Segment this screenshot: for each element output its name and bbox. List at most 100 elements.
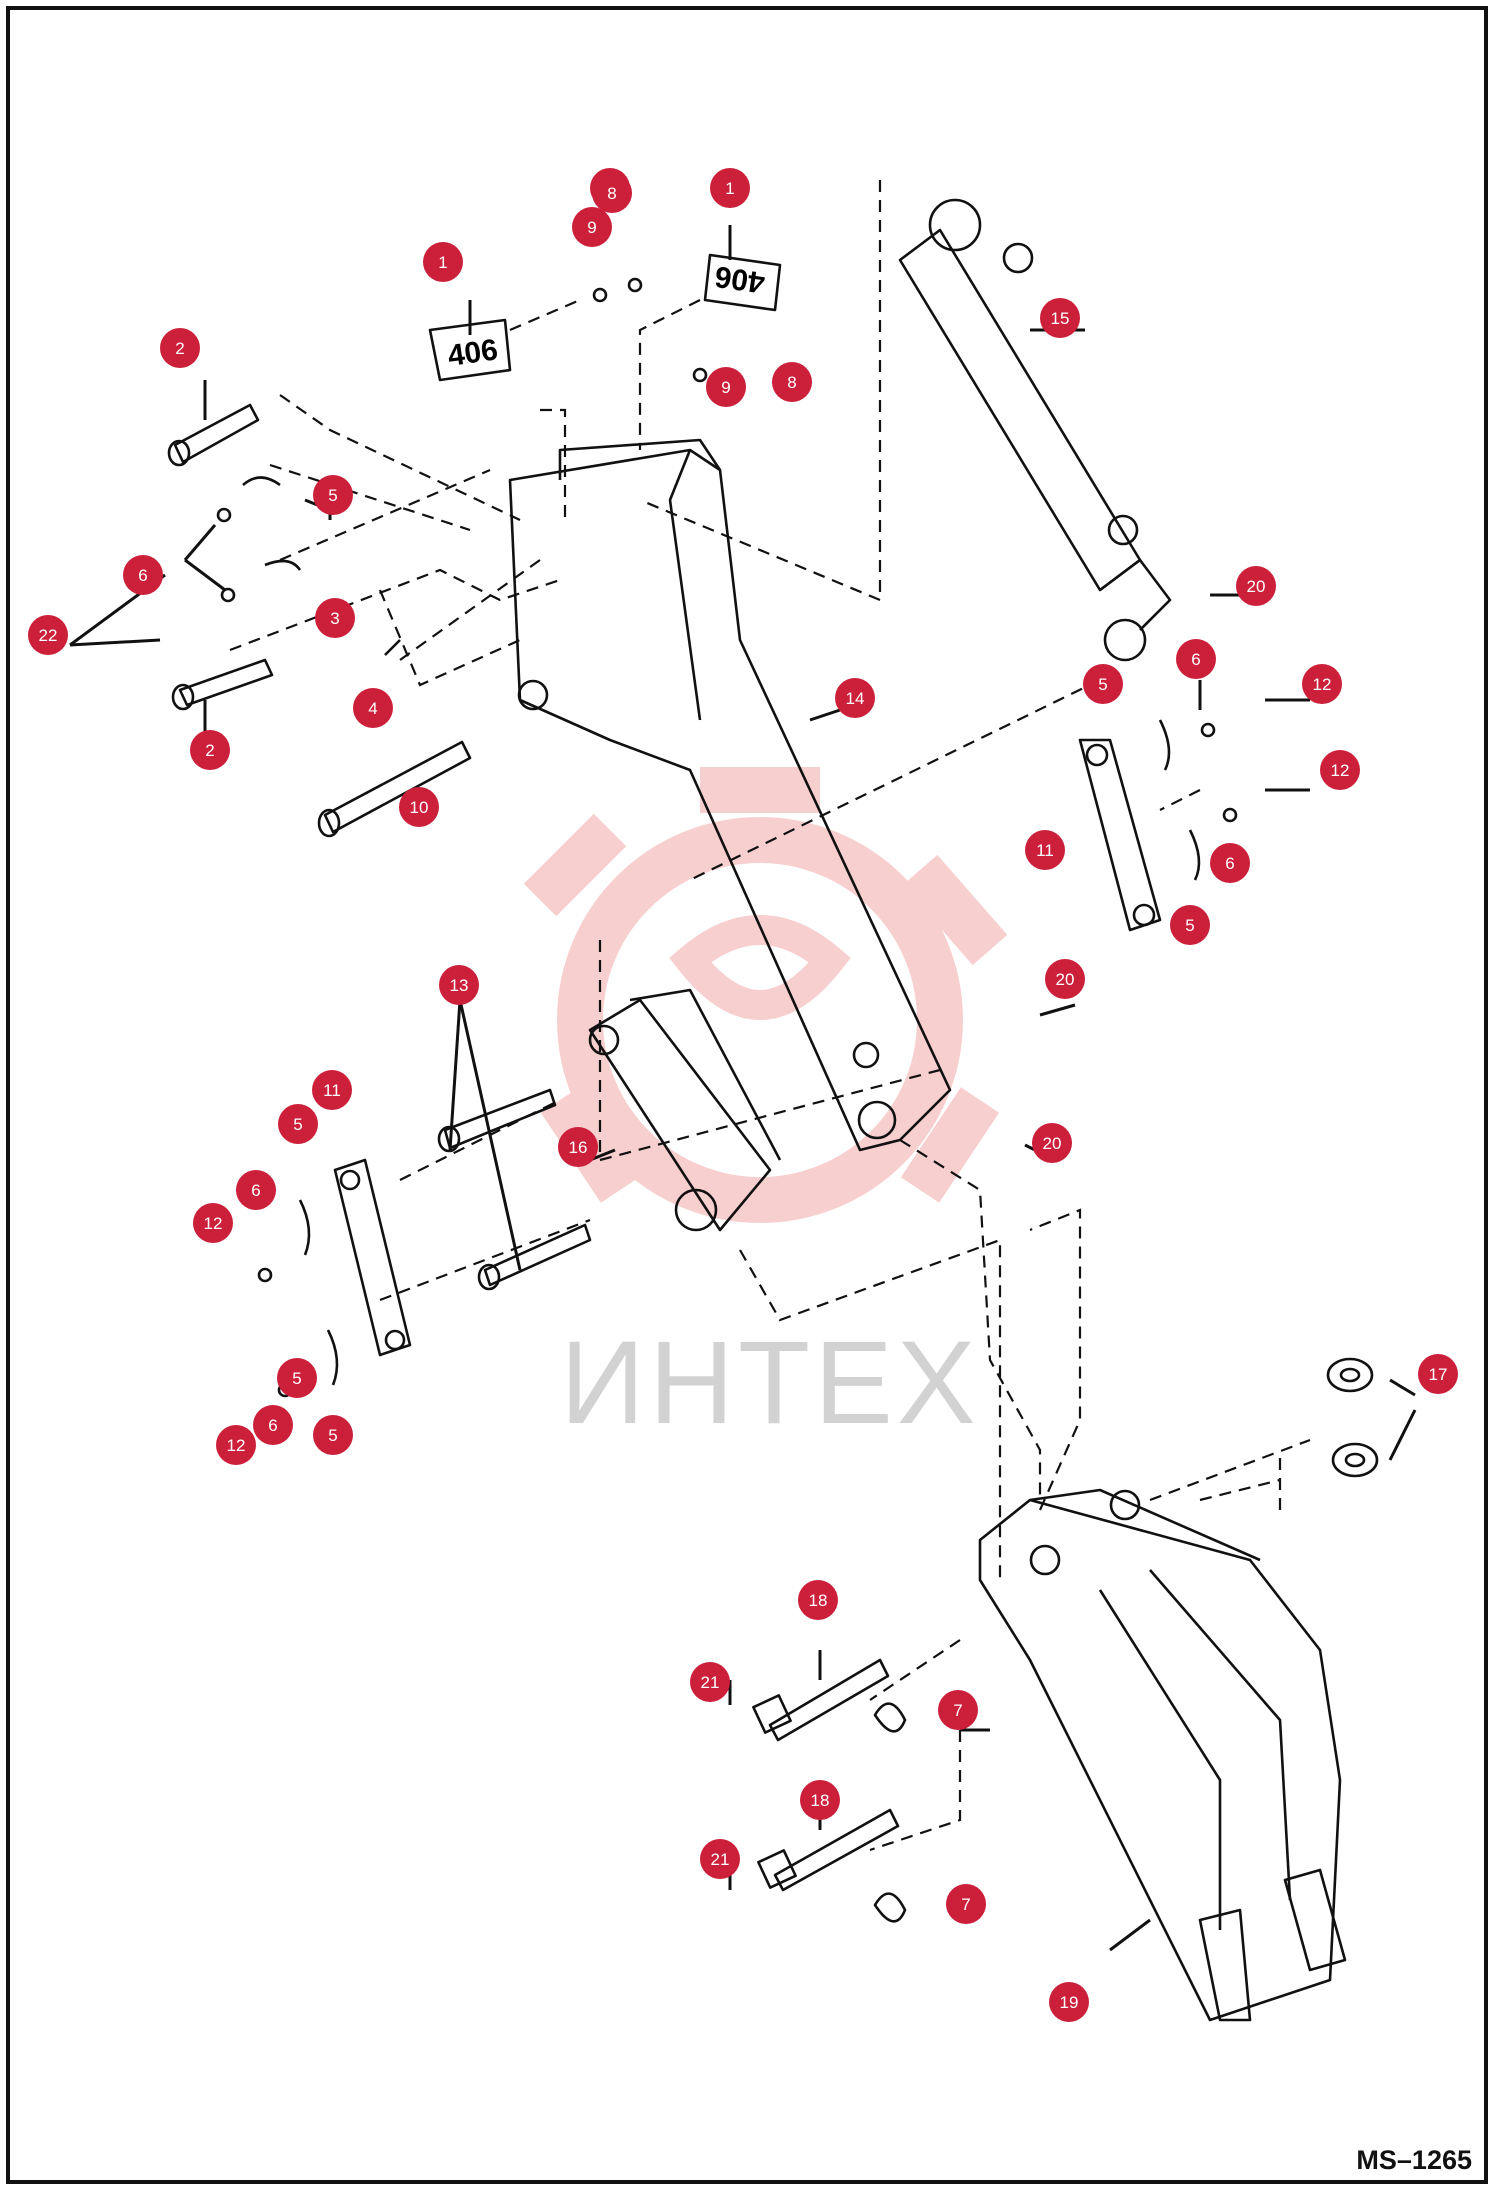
callout-circle bbox=[399, 787, 439, 827]
callout-number: 3 bbox=[330, 609, 339, 628]
callout-markers: 1112234555555666667788991011111212121213… bbox=[28, 168, 1458, 2022]
callout-9: 9 bbox=[572, 207, 612, 247]
callout-number: 5 bbox=[1185, 916, 1194, 935]
callout-number: 13 bbox=[450, 976, 469, 995]
callout-number: 18 bbox=[809, 1591, 828, 1610]
callout-number: 2 bbox=[205, 741, 214, 760]
callout-circle bbox=[1045, 959, 1085, 999]
callout-circle bbox=[592, 173, 632, 213]
callout-3: 3 bbox=[315, 598, 355, 638]
callout-circle bbox=[558, 1127, 598, 1167]
callout-12: 12 bbox=[1320, 750, 1360, 790]
callout-number: 5 bbox=[293, 1115, 302, 1134]
callout-circle bbox=[938, 1690, 978, 1730]
callout-5: 5 bbox=[1083, 664, 1123, 704]
callout-circle bbox=[439, 965, 479, 1005]
callout-1: 1 bbox=[710, 168, 750, 208]
callout-2: 2 bbox=[190, 730, 230, 770]
callout-number: 6 bbox=[1191, 650, 1200, 669]
callout-number: 17 bbox=[1429, 1365, 1448, 1384]
callout-circle bbox=[1049, 1982, 1089, 2022]
callout-16: 16 bbox=[558, 1127, 598, 1167]
watermark-text: ИНТЕХ bbox=[560, 1317, 980, 1449]
callout-number: 15 bbox=[1051, 309, 1070, 328]
callout-circle bbox=[278, 1104, 318, 1144]
callout-21: 21 bbox=[700, 1839, 740, 1879]
callout-circle bbox=[160, 328, 200, 368]
callout-number: 12 bbox=[1313, 675, 1332, 694]
callout-circle bbox=[706, 367, 746, 407]
callout-12: 12 bbox=[193, 1203, 233, 1243]
callout-5: 5 bbox=[313, 1415, 353, 1455]
callout-18: 18 bbox=[798, 1580, 838, 1620]
callout-7: 7 bbox=[946, 1884, 986, 1924]
callout-circle bbox=[690, 1662, 730, 1702]
callout-circle bbox=[216, 1425, 256, 1465]
callout-number: 6 bbox=[138, 566, 147, 585]
callout-circle bbox=[710, 168, 750, 208]
callout-number: 5 bbox=[1098, 675, 1107, 694]
callout-circle bbox=[312, 1070, 352, 1110]
callout-5: 5 bbox=[277, 1358, 317, 1398]
callout-18: 18 bbox=[800, 1780, 840, 1820]
callout-9: 9 bbox=[706, 367, 746, 407]
callout-20: 20 bbox=[1032, 1123, 1072, 1163]
callout-number: 18 bbox=[811, 1791, 830, 1810]
callout-number: 12 bbox=[227, 1436, 246, 1455]
callout-8: 8 bbox=[592, 173, 632, 213]
callout-number: 6 bbox=[1225, 854, 1234, 873]
part-outlines bbox=[167, 198, 1379, 2022]
callout-6: 6 bbox=[236, 1170, 276, 1210]
callout-circle bbox=[28, 615, 68, 655]
callout-number: 20 bbox=[1247, 577, 1266, 596]
callout-circle bbox=[313, 1415, 353, 1455]
callout-7: 7 bbox=[938, 1690, 978, 1730]
callout-circle bbox=[1083, 664, 1123, 704]
callout-circle bbox=[1170, 905, 1210, 945]
callout-15: 15 bbox=[1040, 298, 1080, 338]
callout-circle bbox=[772, 362, 812, 402]
callout-8: 8 bbox=[772, 362, 812, 402]
callout-circle bbox=[835, 678, 875, 718]
callout-circle bbox=[800, 1780, 840, 1820]
callout-circle bbox=[1176, 639, 1216, 679]
callout-circle bbox=[1236, 566, 1276, 606]
callout-21: 21 bbox=[690, 1662, 730, 1702]
callout-2: 2 bbox=[160, 328, 200, 368]
callout-number: 20 bbox=[1056, 970, 1075, 989]
callout-number: 9 bbox=[721, 378, 730, 397]
callout-6: 6 bbox=[253, 1405, 293, 1445]
callout-circle bbox=[798, 1580, 838, 1620]
callout-number: 8 bbox=[787, 373, 796, 392]
callout-circle bbox=[1210, 843, 1250, 883]
callout-circle bbox=[193, 1203, 233, 1243]
callout-number: 21 bbox=[711, 1850, 730, 1869]
callout-circle bbox=[315, 598, 355, 638]
callout-circle bbox=[1025, 830, 1065, 870]
callout-number: 5 bbox=[328, 1426, 337, 1445]
callout-14: 14 bbox=[835, 678, 875, 718]
callout-5: 5 bbox=[1170, 905, 1210, 945]
callout-number: 22 bbox=[39, 626, 58, 645]
callout-number: 6 bbox=[251, 1181, 260, 1200]
callout-number: 20 bbox=[1043, 1134, 1062, 1153]
callout-circle bbox=[572, 207, 612, 247]
callout-circle bbox=[1302, 664, 1342, 704]
callout-number: 2 bbox=[175, 339, 184, 358]
callout-6: 6 bbox=[1210, 843, 1250, 883]
callout-circle bbox=[123, 555, 163, 595]
callout-circle bbox=[1418, 1354, 1458, 1394]
dashed-leaders bbox=[229, 180, 1311, 1852]
callout-number: 5 bbox=[328, 486, 337, 505]
callout-circle bbox=[236, 1170, 276, 1210]
callout-4: 4 bbox=[353, 688, 393, 728]
callout-circle bbox=[253, 1405, 293, 1445]
callout-13: 13 bbox=[439, 965, 479, 1005]
callout-number: 12 bbox=[1331, 761, 1350, 780]
callout-number: 21 bbox=[701, 1673, 720, 1692]
callout-circle bbox=[313, 475, 353, 515]
callout-circle bbox=[190, 730, 230, 770]
callout-11: 11 bbox=[1025, 830, 1065, 870]
